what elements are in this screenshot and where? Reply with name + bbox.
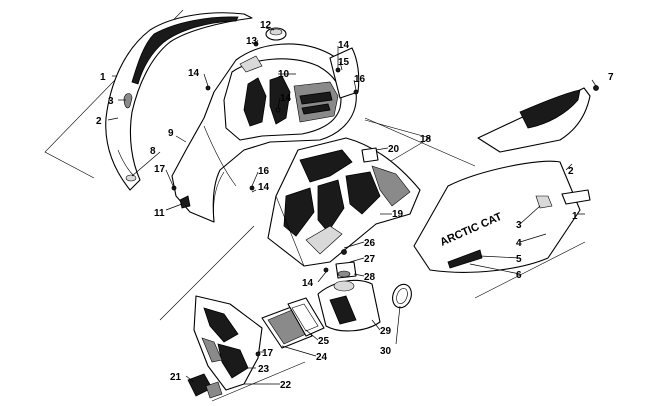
right-side-panel: ARCTIC CAT	[413, 85, 599, 273]
callout-10: 10	[278, 69, 290, 80]
callout-16-b: 16	[258, 166, 270, 177]
callout-14-e: 14	[302, 278, 314, 289]
callout-18: 18	[420, 134, 432, 145]
callout-3-right: 3	[516, 220, 522, 231]
mount-bracket-parts	[335, 249, 357, 279]
callout-30: 30	[380, 346, 392, 357]
callout-26: 26	[364, 238, 376, 249]
callout-20: 20	[388, 144, 400, 155]
inner-air-box	[267, 137, 421, 267]
callout-15: 15	[338, 57, 350, 68]
upper-trim-panel	[329, 47, 360, 99]
callout-29: 29	[380, 326, 392, 337]
callout-14-d: 14	[258, 182, 270, 193]
callout-23: 23	[258, 364, 270, 375]
callout-17-b: 17	[262, 348, 274, 359]
callout-14-b: 14	[280, 93, 292, 104]
callout-22: 22	[280, 380, 292, 391]
callout-9: 9	[168, 128, 174, 139]
callout-21: 21	[170, 372, 182, 383]
lower-bracket-parts	[187, 351, 261, 399]
leader-lines	[107, 27, 597, 385]
callout-24: 24	[316, 352, 328, 363]
vent-cap-part	[265, 27, 287, 41]
callout-14-a: 14	[188, 68, 200, 79]
filter-frame	[287, 297, 325, 337]
callout-11: 11	[154, 208, 165, 219]
callout-3-left: 3	[108, 96, 114, 107]
intake-ring	[392, 283, 412, 309]
callout-16-a: 16	[354, 74, 366, 85]
callout-12: 12	[260, 20, 272, 31]
callout-17-a: 17	[154, 164, 166, 175]
front-nose-panel	[171, 43, 357, 223]
callout-6: 6	[516, 270, 522, 281]
callout-8: 8	[150, 146, 156, 157]
air-intake-duct	[317, 279, 381, 332]
callout-19: 19	[392, 209, 404, 220]
callout-13: 13	[246, 36, 258, 47]
callout-2-right: 2	[568, 166, 574, 177]
callout-27: 27	[364, 254, 376, 265]
callout-28: 28	[364, 272, 376, 283]
callout-2-left: 2	[96, 116, 102, 127]
group-bracket-lower-panel	[159, 225, 306, 402]
callout-labels: 1 1 2 2 3 3 4 5 6 7 8 9 10 11 12 13 14 1…	[96, 20, 614, 391]
callout-1-right: 1	[572, 211, 578, 222]
left-side-panel	[105, 12, 253, 191]
callout-1-left: 1	[100, 72, 106, 83]
callout-25: 25	[318, 336, 330, 347]
callout-14-c: 14	[338, 40, 350, 51]
callout-5: 5	[516, 254, 522, 265]
callout-7: 7	[608, 72, 614, 83]
callout-4: 4	[516, 238, 522, 249]
lower-front-panel	[193, 295, 263, 391]
